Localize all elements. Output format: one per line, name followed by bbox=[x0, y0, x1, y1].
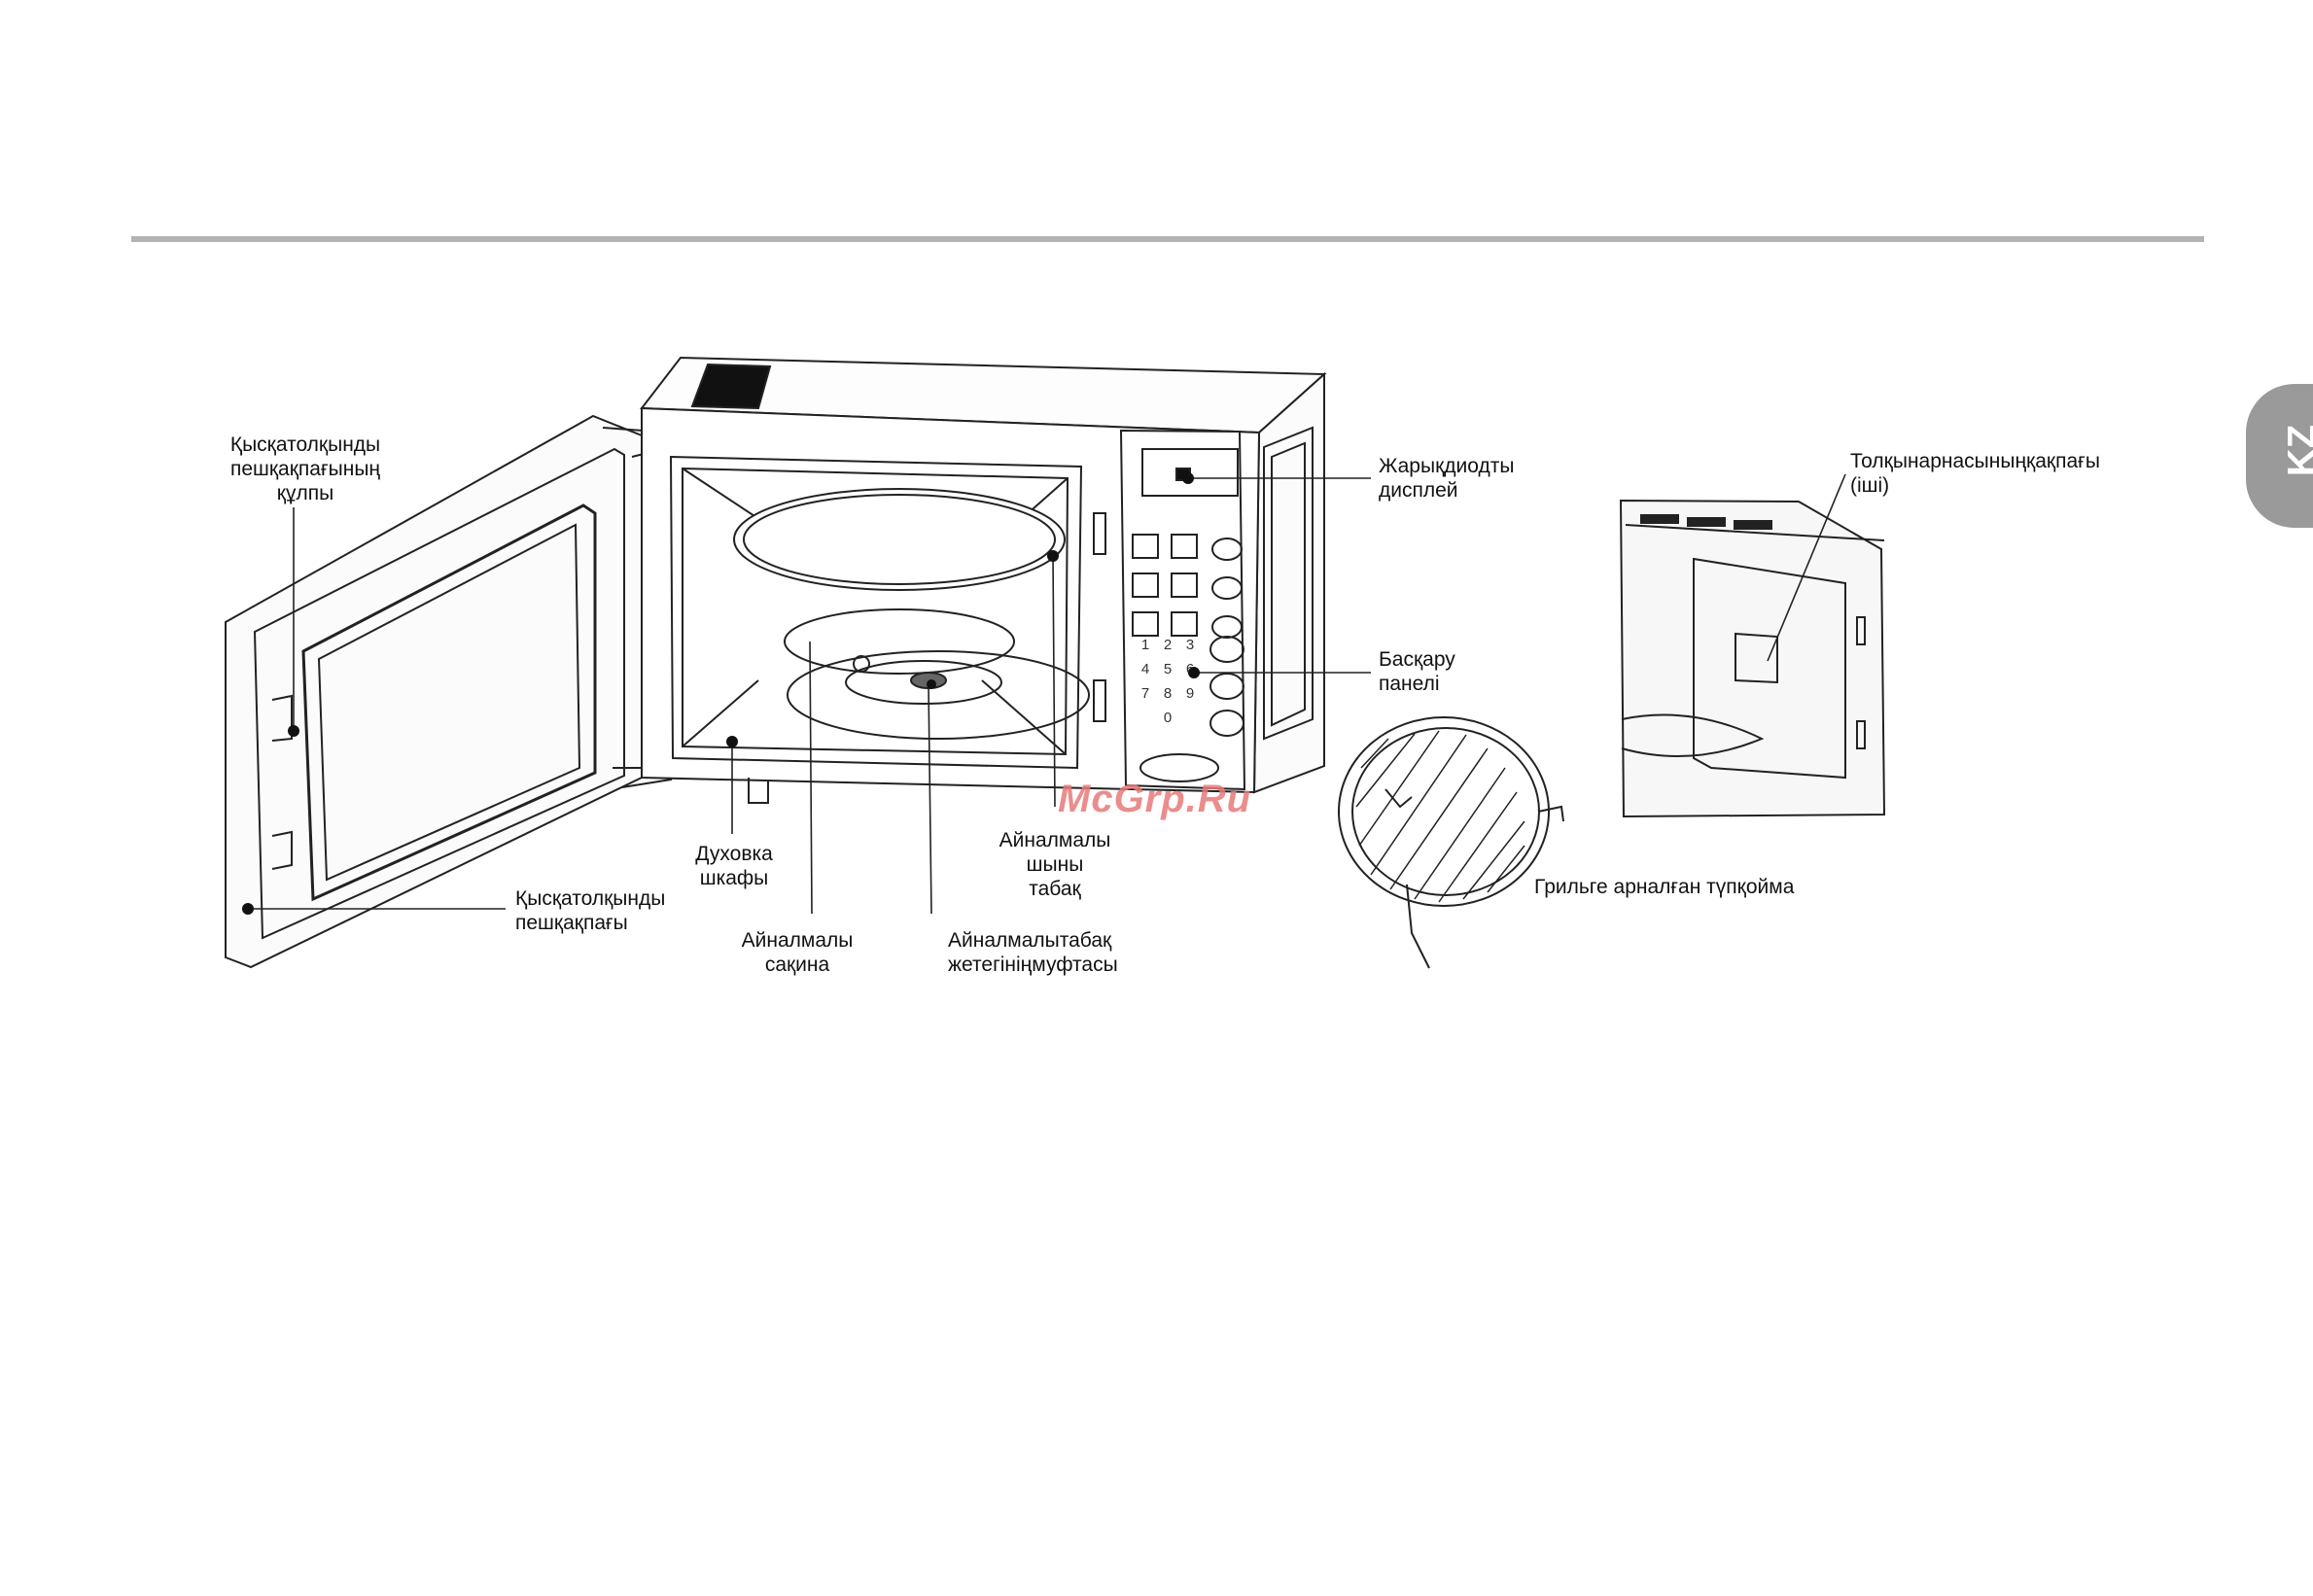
label-control-panel: Басқару панелі bbox=[1379, 647, 1455, 696]
inset-waveguide-view bbox=[1621, 501, 1884, 816]
keypad-digit: 9 bbox=[1186, 685, 1194, 702]
label-glass-tray: Айналмалы шыны табақ bbox=[982, 828, 1128, 901]
label-waveguide-cover: Толқынарнасыныңқақпағы (іші) bbox=[1850, 449, 2100, 498]
keypad-digit: 1 bbox=[1141, 637, 1149, 653]
control-panel-drawing: 1234567890 bbox=[1121, 431, 1244, 789]
label-door-lock: Қысқатолқынды пешқақпағының құлпы bbox=[208, 433, 403, 505]
label-roller-ring: Айналмалы сақина bbox=[724, 928, 870, 977]
label-door: Қысқатолқынды пешқақпағы bbox=[515, 886, 665, 935]
keypad-digit: 3 bbox=[1186, 637, 1194, 653]
keypad-digit: 4 bbox=[1141, 661, 1149, 677]
label-oven-cavity: Духовка шкафы bbox=[661, 842, 807, 890]
keypad-digit: 2 bbox=[1164, 637, 1172, 653]
label-turntable-coupler: Айналмалытабақ жетегініңмуфтасы bbox=[948, 928, 1118, 977]
keypad-digit: 5 bbox=[1164, 661, 1172, 677]
grill-rack bbox=[1339, 717, 1563, 968]
keypad-digit: 7 bbox=[1141, 685, 1149, 702]
keypad-digit: 0 bbox=[1164, 710, 1172, 726]
watermark: McGrp.Ru bbox=[1058, 778, 1251, 821]
keypad-digit: 8 bbox=[1164, 685, 1172, 702]
label-grill-rack: Грильге арналған түпқойма bbox=[1534, 875, 1794, 899]
label-led-display: Жарықдиодты дисплей bbox=[1379, 454, 1514, 503]
